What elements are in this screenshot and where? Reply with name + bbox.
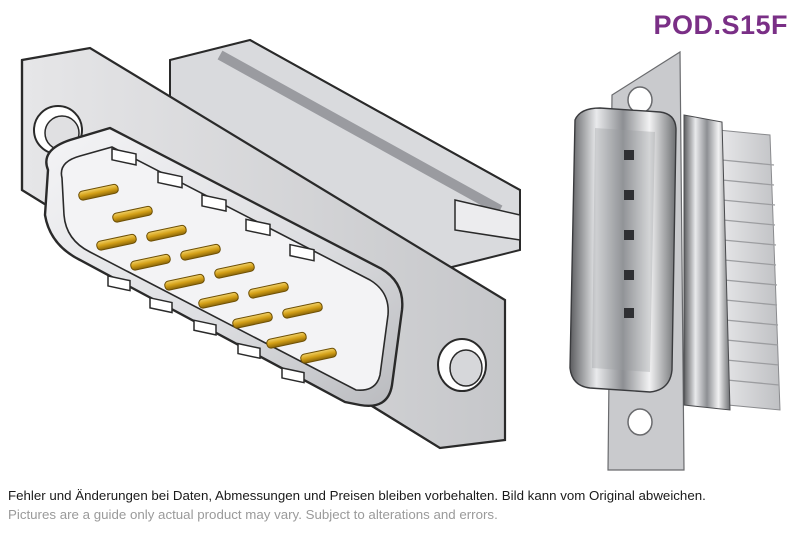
connector-photo-icon [569,50,781,471]
disclaimer-english: Pictures are a guide only actual product… [8,507,498,522]
product-illustration [20,38,781,471]
disclaimer-german: Fehler und Änderungen bei Daten, Abmessu… [8,488,706,503]
connector-3d-render-icon [20,38,521,450]
product-code: POD.S15F [653,10,788,40]
